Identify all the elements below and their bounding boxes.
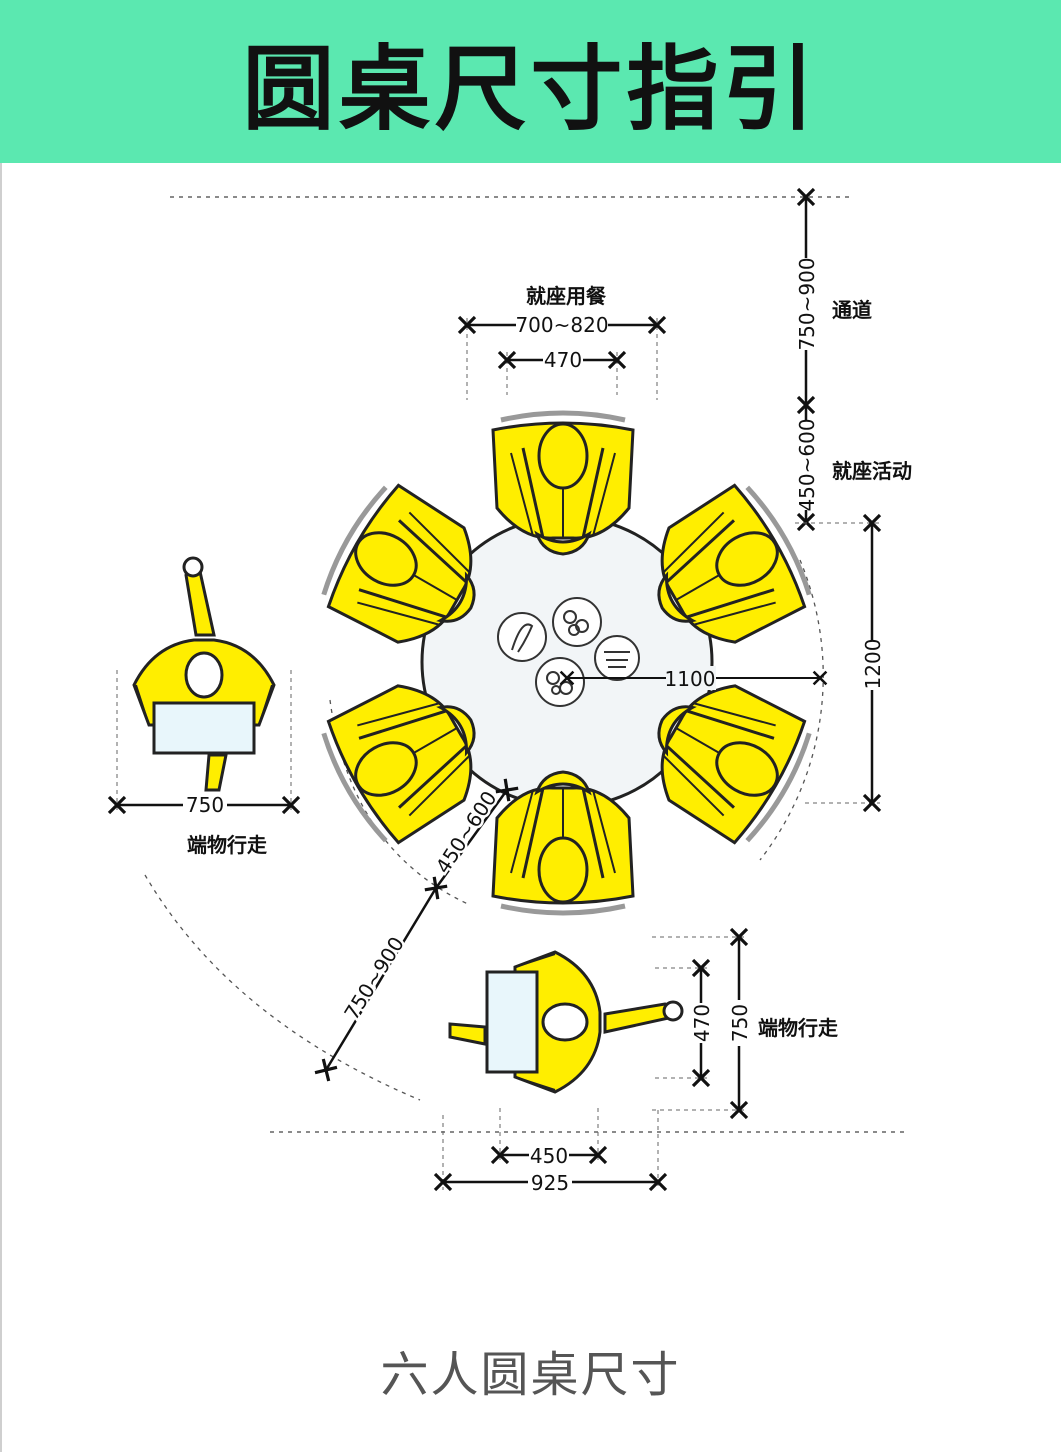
label-470-top: 470 xyxy=(544,348,582,372)
label-470-right: 470 xyxy=(690,1004,714,1042)
label-serving-walk-right: 端物行走 xyxy=(758,1016,838,1040)
label-dining-seat: 就座用餐 xyxy=(526,284,607,308)
dim-line-450-600-diag xyxy=(424,778,519,900)
label-750-left: 750 xyxy=(186,793,224,817)
label-passage: 通道 xyxy=(832,298,872,322)
waiter-left xyxy=(132,556,276,792)
dish-center-icon xyxy=(535,657,585,707)
label-700-820: 700~820 xyxy=(515,313,608,337)
dish-right-icon xyxy=(594,635,640,681)
label-seat-activity: 就座活动 xyxy=(832,459,912,483)
label-1200: 1200 xyxy=(861,639,885,690)
label-450-600-right: 450~600 xyxy=(795,418,819,511)
dish-fish-icon xyxy=(497,612,547,662)
caption: 六人圆桌尺寸 xyxy=(380,1347,681,1403)
label-925: 925 xyxy=(531,1171,569,1195)
left-border xyxy=(0,163,2,1452)
waiter-bottom xyxy=(448,950,684,1094)
seat-activity-arc xyxy=(759,559,824,861)
label-750-right: 750 xyxy=(728,1004,752,1042)
label-750-900-diag: 750~900 xyxy=(339,932,409,1024)
label-serving-walk-left: 端物行走 xyxy=(187,833,267,857)
title-banner: 圆桌尺寸指引 xyxy=(0,0,1061,163)
passage-arc xyxy=(144,874,421,1101)
page-title: 圆桌尺寸指引 xyxy=(242,36,819,143)
label-1100: 1100 xyxy=(665,667,716,691)
label-750-900-right: 750~900 xyxy=(795,257,819,350)
round-table-diagram: 700~820 就座用餐 470 750~900 450~600 通道 就座活动… xyxy=(107,187,912,1195)
dim-line-750-900-diag xyxy=(314,887,438,1082)
label-450-bottom: 450 xyxy=(530,1144,568,1168)
